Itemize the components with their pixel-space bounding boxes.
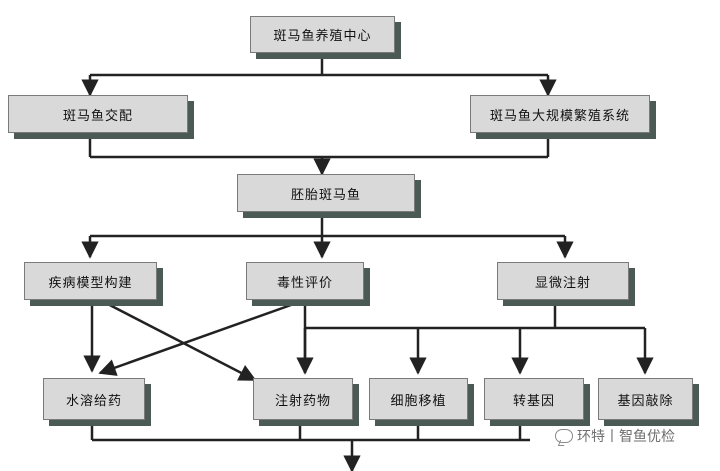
node-zebrafish-mating: 斑马鱼交配: [8, 95, 188, 133]
node-toxicity-evaluation: 毒性评价: [246, 262, 364, 300]
node-embryo-zebrafish: 胚胎斑马鱼: [237, 174, 415, 212]
watermark-text: 环特丨智鱼优检: [577, 429, 675, 445]
node-gene-knockout: 基因敲除: [598, 378, 693, 420]
node-transgene: 转基因: [484, 378, 584, 420]
node-drug-injection: 注射药物: [253, 378, 353, 420]
arrow-toxicity-to-water: [98, 298, 306, 376]
node-breeding-center: 斑马鱼养殖中心: [250, 16, 395, 53]
watermark: 环特丨智鱼优检: [555, 426, 675, 446]
node-disease-model: 疾病模型构建: [24, 262, 157, 300]
node-microinjection: 显微注射: [497, 262, 629, 300]
wechat-icon: [555, 429, 573, 443]
arrow-disease-to-injection: [99, 298, 257, 382]
node-water-dosing: 水溶给药: [43, 378, 145, 420]
node-breeding-system: 斑马鱼大规模繁殖系统: [470, 95, 650, 133]
node-cell-transplant: 细胞移植: [369, 378, 468, 420]
